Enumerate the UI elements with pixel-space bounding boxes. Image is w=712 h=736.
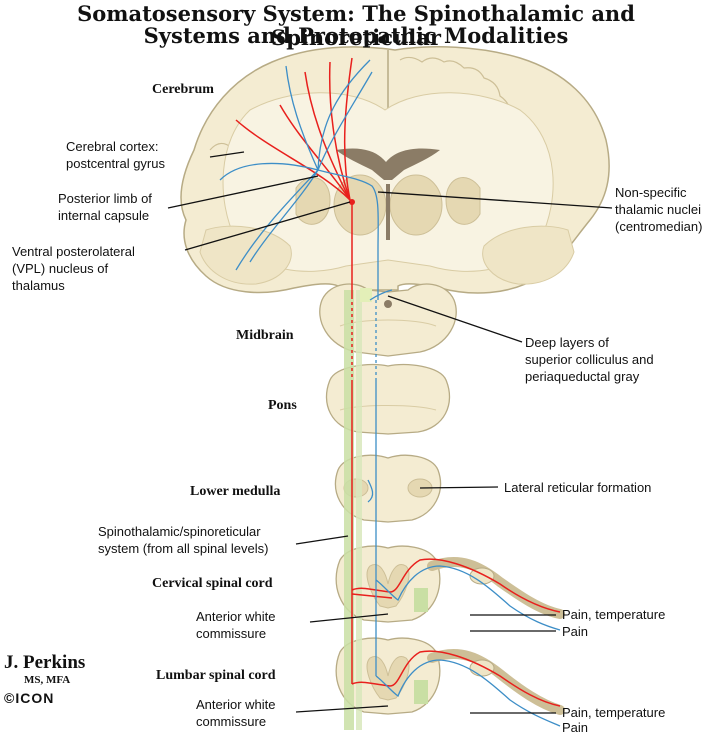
figure-title-line1: Somatosensory System: The Spinothalamic …	[77, 1, 635, 50]
lateral-ventricles	[336, 148, 440, 180]
label-vpl-line1: Ventral posterolateral	[12, 244, 135, 259]
label-capsule-line2: internal capsule	[58, 208, 150, 223]
label-nonspecific-line1: Non-specific	[615, 185, 687, 200]
cervical-cord-section	[335, 545, 565, 623]
section-label-midbrain: Midbrain	[236, 328, 294, 343]
figure-title-line2: Systems and Protopathic Modalities	[143, 23, 569, 48]
section-label-cervical: Cervical spinal cord	[152, 576, 273, 591]
lumbar-cord-section	[335, 637, 565, 715]
label-nonspecific-line2: thalamic nuclei	[615, 202, 701, 217]
label-deep-layers-line1: Deep layers of	[525, 335, 609, 350]
label-pain-cervical: Pain	[562, 624, 589, 639]
tract-midbrain-highlight	[360, 288, 372, 302]
signature-degree: MS, MFA	[24, 674, 71, 686]
label-lateral-reticular: Lateral reticular formation	[504, 480, 652, 495]
spinoreticular-tract-column	[356, 290, 362, 730]
label-capsule-line1: Posterior limb of	[58, 191, 152, 206]
spinothalamic-tract-column	[344, 290, 354, 730]
label-spinothalamic-line2: system (from all spinal levels)	[98, 541, 269, 556]
label-deep-layers-line3: periaqueductal gray	[525, 369, 640, 384]
cerebrum-section	[180, 45, 610, 294]
basal-ganglia-left	[295, 177, 331, 225]
label-pain-lumbar: Pain	[562, 720, 589, 735]
label-nonspecific-line3: (centromedian)	[615, 219, 703, 234]
label-awc-cervical-line2: commissure	[196, 626, 267, 641]
label-cortex-line1: Cerebral cortex:	[66, 139, 159, 154]
label-spinothalamic-line1: Spinothalamic/spinoreticular	[98, 524, 261, 539]
leader-lines	[167, 151, 613, 714]
label-pain-temp-cervical: Pain, temperature	[562, 607, 666, 622]
blue-pathway	[219, 59, 561, 727]
label-awc-lumbar-line1: Anterior white	[196, 697, 276, 712]
thalamus-right	[389, 174, 443, 236]
label-cortex-line2: postcentral gyrus	[66, 156, 165, 171]
label-deep-layers-line2: superior colliculus and	[525, 352, 654, 367]
section-label-lower-medulla: Lower medulla	[190, 484, 281, 499]
section-label-pons: Pons	[268, 398, 297, 413]
midbrain-section	[319, 283, 457, 357]
signature-name: J. Perkins	[4, 652, 86, 673]
temporal-lobe-right	[482, 225, 575, 285]
third-ventricle	[386, 184, 390, 240]
icon-logo: ©ICON	[4, 690, 55, 706]
basal-ganglia-right	[445, 177, 481, 225]
label-awc-cervical-line1: Anterior white	[196, 609, 276, 624]
section-label-lumbar: Lumbar spinal cord	[156, 668, 276, 683]
section-label-cerebrum: Cerebrum	[152, 82, 214, 97]
vpl-terminal	[349, 199, 355, 205]
label-awc-lumbar-line2: commissure	[196, 714, 267, 729]
label-vpl-line3: thalamus	[12, 278, 65, 293]
aqueduct	[384, 300, 392, 308]
label-pain-temp-lumbar: Pain, temperature	[562, 705, 666, 720]
label-vpl-line2: (VPL) nucleus of	[12, 261, 109, 276]
